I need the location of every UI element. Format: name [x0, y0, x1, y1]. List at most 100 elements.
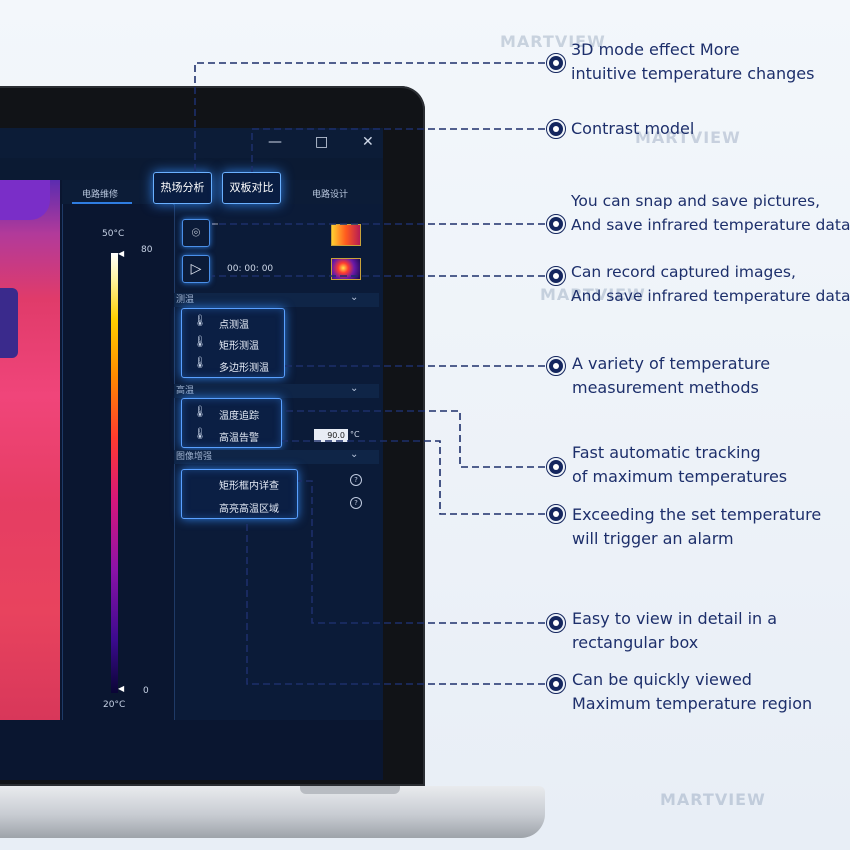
thermometer-icon: 🌡︎ — [193, 427, 207, 440]
callout-line: Can be quickly viewed — [572, 670, 752, 689]
callout-line: And save infrared temperature data — [571, 216, 850, 234]
callout-line: Can record captured images, — [571, 263, 796, 281]
alarm-threshold-value: 90.0 — [327, 431, 345, 440]
callout-dot — [549, 217, 563, 231]
callout-marker — [546, 674, 566, 694]
callout-line: of maximum temperatures — [572, 467, 788, 486]
recording-thumbnail[interactable] — [331, 258, 361, 280]
thermometer-icon: 🌡︎ — [193, 405, 207, 418]
thermal-component — [0, 288, 18, 358]
minimize-button[interactable]: — — [268, 134, 282, 150]
laptop-notch — [300, 786, 400, 794]
callout-marker — [546, 53, 566, 73]
callout-dot — [549, 507, 563, 521]
section-measure-header[interactable]: 测温 — [174, 293, 379, 307]
chevron-down-icon[interactable]: ⌄ — [350, 383, 359, 394]
thermal-image[interactable] — [0, 180, 60, 720]
section-high-temp-header[interactable]: 高温 — [174, 384, 379, 398]
callout-dot — [549, 616, 563, 630]
callout-contrast: Contrast model — [571, 117, 694, 141]
callout-line: 3D mode effect More — [571, 40, 740, 59]
callout-line: measurement methods — [572, 378, 759, 397]
scale-top-value: 80 — [141, 245, 153, 255]
callout-marker — [546, 266, 566, 286]
callout-line: intuitive temperature changes — [571, 64, 815, 83]
callout-marker — [546, 613, 566, 633]
callout-line: A variety of temperature — [572, 354, 771, 373]
thermometer-icon: 🌡︎ — [193, 356, 207, 369]
callout-marker — [546, 214, 566, 234]
callout-line: Contrast model — [571, 119, 695, 138]
highlight-high-temp-item[interactable]: 高亮高温区域 — [219, 504, 279, 515]
callout-dot — [549, 359, 563, 373]
scale-top-temp: 50°C — [102, 229, 125, 239]
callout-marker — [546, 356, 566, 376]
callout-dot — [549, 122, 563, 136]
callout-dot — [549, 460, 563, 474]
watermark: MARTVIEW — [660, 790, 766, 809]
thermometer-icon: 🌡︎ — [193, 314, 207, 327]
tab-circuit-repair[interactable]: 电路维修 — [82, 190, 119, 200]
scale-top-handle-icon[interactable]: ◀ — [118, 249, 125, 258]
temp-tracking-item[interactable]: 温度追踪 — [219, 411, 259, 422]
tab-circuit-design[interactable]: 电路设计 — [312, 190, 349, 200]
scale-bottom-handle-icon[interactable]: ◀ — [118, 684, 125, 693]
scale-bottom-temp: 20°C — [103, 700, 126, 710]
dual-board-compare-button[interactable]: 双板对比 — [222, 172, 281, 204]
rect-measure-item[interactable]: 矩形测温 — [219, 341, 259, 352]
callout-line: You can snap and save pictures, — [571, 192, 821, 210]
alarm-threshold-input[interactable]: 90.0 — [314, 429, 348, 442]
high-temp-group — [181, 398, 282, 448]
callout-line: Easy to view in detail in a — [572, 609, 778, 628]
alarm-unit: °C — [350, 430, 360, 439]
heat-field-analysis-button[interactable]: 热场分析 — [153, 172, 212, 204]
chevron-down-icon[interactable]: ⌄ — [350, 292, 359, 303]
watermark: MARTVIEW — [540, 285, 646, 304]
measure-methods-group — [181, 308, 285, 378]
app-screen: — □ ✕ 电路维修 电路设计 50°C 80 0 20°C ◀ ◀ ⌾ ▷ 0… — [0, 128, 383, 780]
high-temp-alarm-item[interactable]: 高温告警 — [219, 433, 259, 444]
rect-detail-item[interactable]: 矩形框内详查 — [219, 481, 279, 492]
section-measure-label: 测温 — [176, 295, 195, 305]
watermark: MARTVIEW — [635, 128, 741, 147]
thermometer-icon: 🌡︎ — [193, 335, 207, 348]
maximize-button[interactable]: □ — [315, 134, 329, 150]
callout-dot — [549, 56, 563, 70]
record-timer: 00: 00: 00 — [227, 264, 274, 274]
callout-max-region: Can be quickly viewed Maximum temperatur… — [572, 668, 812, 716]
callout-rect-detail: Easy to view in detail in a rectangular … — [572, 607, 777, 655]
callout-measure-methods: A variety of temperature measurement met… — [572, 352, 770, 400]
tab-active-indicator — [72, 202, 132, 204]
callout-3d-mode: 3D mode effect More intuitive temperatur… — [571, 38, 814, 86]
section-high-temp-label: 高温 — [176, 386, 195, 396]
callout-marker — [546, 457, 566, 477]
video-icon[interactable]: ▷ — [182, 255, 210, 283]
help-icon[interactable]: ? — [350, 474, 362, 486]
title-bar: — □ ✕ — [0, 128, 383, 158]
callout-line: will trigger an alarm — [572, 529, 734, 548]
thermal-hotspot — [0, 180, 50, 220]
callout-alarm: Exceeding the set temperature will trigg… — [572, 503, 821, 551]
watermark: MARTVIEW — [500, 32, 606, 51]
callout-dot — [549, 677, 563, 691]
laptop-base — [0, 786, 545, 838]
callout-line: Exceeding the set temperature — [572, 505, 822, 524]
point-measure-item[interactable]: 点测温 — [219, 320, 249, 331]
callout-marker — [546, 504, 566, 524]
callout-line: rectangular box — [572, 633, 699, 652]
callout-dot — [549, 269, 563, 283]
callout-snapshot: You can snap and save pictures, And save… — [571, 189, 850, 237]
callout-line: And save infrared temperature data — [571, 287, 850, 305]
help-icon[interactable]: ? — [350, 497, 362, 509]
camera-icon[interactable]: ⌾ — [182, 219, 210, 247]
enhance-group — [181, 469, 298, 519]
close-button[interactable]: ✕ — [362, 134, 374, 150]
callout-marker — [546, 119, 566, 139]
polygon-measure-item[interactable]: 多边形测温 — [219, 363, 269, 374]
scale-bottom-value: 0 — [143, 686, 149, 696]
section-enhance-header[interactable]: 图像增强 — [174, 450, 379, 464]
color-scale-bar[interactable] — [111, 253, 118, 693]
chevron-down-icon[interactable]: ⌄ — [350, 449, 359, 460]
callout-auto-tracking: Fast automatic tracking of maximum tempe… — [572, 441, 787, 489]
